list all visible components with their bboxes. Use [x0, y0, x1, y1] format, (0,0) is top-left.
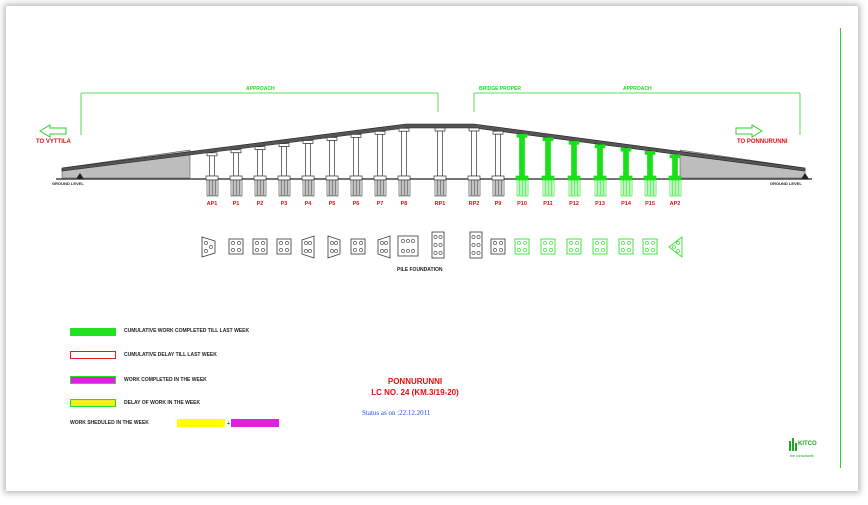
legend-swatch-week-delay [70, 399, 116, 407]
pier-p8 [397, 127, 411, 197]
pier-p7 [373, 130, 387, 197]
pier-p12 [567, 140, 581, 197]
pier-label-p4: P4 [304, 201, 312, 207]
scheduled-swatch-yellow [177, 419, 225, 427]
pile-cap-p4 [301, 235, 315, 259]
pile-cap-p6 [350, 238, 366, 255]
bridge-deck [61, 123, 806, 172]
pier-label-p12: P12 [569, 201, 579, 207]
pier-label-p11: P11 [543, 201, 553, 207]
legend-text-week-completed: WORK COMPLETED IN THE WEEK [124, 377, 207, 383]
pier-p14 [619, 147, 633, 197]
pier-label-p2: P2 [256, 201, 264, 207]
pile-cap-ap2 [668, 236, 683, 258]
pier-label-p1: P1 [232, 201, 240, 207]
sheet-border-line [840, 28, 841, 468]
pile-cap-p3 [276, 238, 292, 255]
logo: KITCO the consultants [788, 437, 824, 463]
to-ponnurunni-label: TO PONNURUNNI [737, 139, 788, 145]
pile-foundation-label: PILE FOUNDATION [397, 267, 443, 273]
pier-label-p6: P6 [352, 201, 360, 207]
pile-cap-p10 [514, 238, 530, 255]
pile-caps-group [201, 231, 683, 259]
legend-text-completed: CUMULATIVE WORK COMPLETED TILL LAST WEEK [124, 328, 250, 334]
pile-cap-p11 [540, 238, 556, 255]
pier-label-p3: P3 [280, 201, 288, 207]
pier-p2 [253, 146, 267, 197]
logo-text: KITCO [798, 441, 817, 447]
scheduled-swatch-magenta [231, 419, 279, 427]
pier-label-p14: P14 [621, 201, 631, 207]
pile-cap-p5 [327, 235, 341, 259]
pier-p1 [229, 149, 243, 197]
pier-label-ap2: AP2 [669, 201, 681, 207]
pier-p6 [349, 134, 363, 197]
arrow-right-icon [735, 124, 763, 138]
legend-swatch-completed [70, 328, 116, 336]
pier-p4 [301, 140, 315, 197]
pier-label-rp1: RP1 [434, 201, 446, 207]
pier-p11 [541, 137, 555, 197]
dimension-lines [80, 92, 801, 135]
pier-p9 [491, 130, 505, 197]
pile-cap-p2 [252, 238, 268, 255]
pier-p13 [593, 144, 607, 197]
pile-cap-p13 [592, 238, 608, 255]
pile-cap-ap1 [201, 236, 216, 258]
legend-text-delay: CUMULATIVE DELAY TILL LAST WEEK [124, 352, 217, 358]
approach-left-label: APPROACH [246, 86, 275, 92]
to-vyttila-label: TO VYTTILA [36, 139, 71, 145]
pier-ap2 [668, 154, 682, 197]
pier-label-p15: P15 [645, 201, 655, 207]
pile-cap-p7 [377, 235, 391, 259]
pier-p5 [325, 137, 339, 197]
logo-subtext: the consultants [790, 454, 814, 458]
bridge-proper-label: BRIDGE PROPER [479, 86, 521, 92]
scheduled-text: WORK SHEDULED IN THE WEEK [70, 420, 149, 426]
ground-level-left-label: GROUND LEVEL [52, 181, 84, 186]
pile-cap-p14 [618, 238, 634, 255]
logo-mark-icon [789, 438, 797, 451]
pier-rp2 [467, 127, 481, 197]
pile-cap-rp1 [431, 231, 445, 259]
pile-cap-rp2 [469, 231, 483, 259]
pier-rp1 [433, 127, 447, 197]
pier-ap1 [205, 152, 219, 197]
legend-text-week-delay: DELAY OF WORK IN THE WEEK [124, 400, 201, 406]
pile-cap-p12 [566, 238, 582, 255]
pier-p15 [643, 151, 657, 197]
pier-label-p13: P13 [595, 201, 605, 207]
pile-cap-p1 [228, 238, 244, 255]
status-date: Status as on :22.12.2011 [362, 409, 431, 417]
title-line-2: LC NO. 24 (KM.3/19-20) [371, 388, 459, 397]
ground-marker-right-icon [801, 173, 809, 179]
pier-label-p10: P10 [517, 201, 527, 207]
pier-p10 [515, 134, 529, 197]
pile-cap-p15 [642, 238, 658, 255]
pier-label-ap1: AP1 [206, 201, 218, 207]
ground-marker-left-icon [76, 173, 84, 179]
pier-label-p8: P8 [400, 201, 408, 207]
pier-label-p5: P5 [328, 201, 336, 207]
pier-label-p9: P9 [494, 201, 502, 207]
ground-level-right-label: GROUND LEVEL [770, 181, 802, 186]
title-line-1: PONNURUNNI [387, 377, 443, 386]
pier-p3 [277, 143, 291, 197]
legend-swatch-delay [70, 351, 116, 359]
pier-label-p7: P7 [376, 201, 384, 207]
pile-cap-p8 [397, 235, 419, 257]
legend-swatch-week-completed [70, 376, 116, 384]
scheduled-plus: + [227, 421, 230, 427]
piers-group [205, 127, 682, 197]
pier-label-rp2: RP2 [468, 201, 480, 207]
arrow-left-icon [39, 124, 67, 138]
approach-right-label: APPROACH [623, 86, 652, 92]
pile-cap-p9 [490, 238, 506, 255]
